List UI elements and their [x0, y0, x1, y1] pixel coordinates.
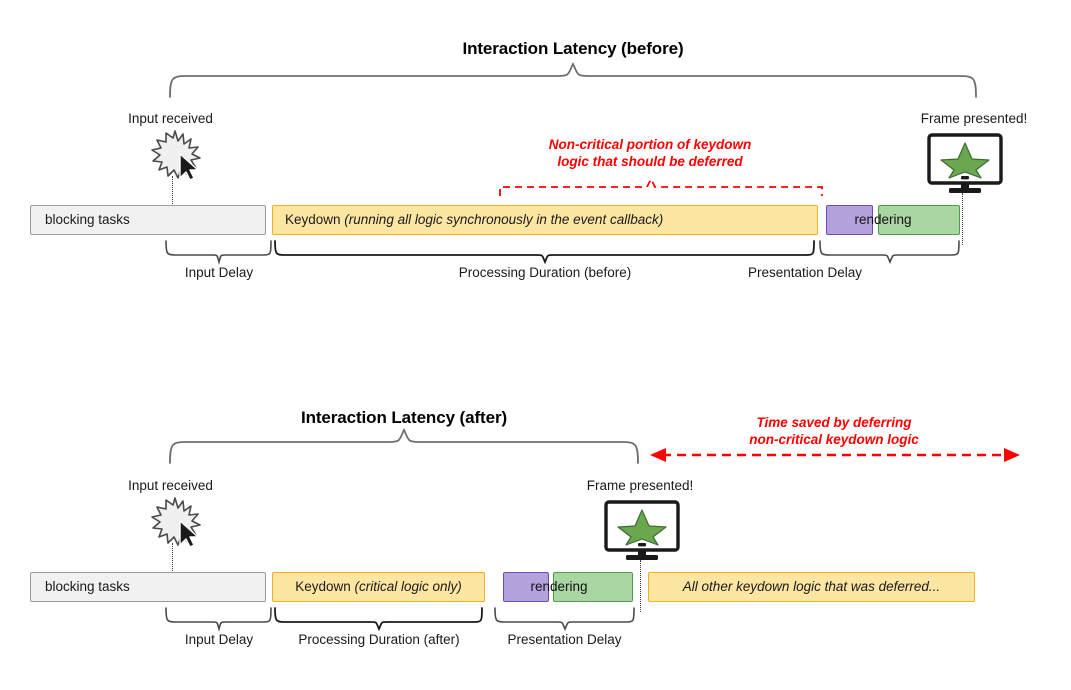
- after-bar-keydown-label-plain: Keydown: [295, 579, 355, 595]
- burst-cursor-icon: [150, 495, 202, 548]
- after-input-received-label: Input received: [128, 478, 213, 493]
- after-brace-label-input-delay: Input Delay: [184, 632, 254, 647]
- before-brace-label-input-delay: Input Delay: [184, 265, 254, 280]
- after-bar-keydown-label-italic: (critical logic only): [354, 579, 462, 595]
- before-bar-presentation-green[interactable]: [878, 205, 960, 235]
- after-bar-blocking-tasks[interactable]: blocking tasks: [30, 572, 266, 602]
- before-diagram-title: Interaction Latency (before): [462, 39, 684, 58]
- after-bar-deferred[interactable]: All other keydown logic that was deferre…: [648, 572, 975, 602]
- monitor-star-icon: [602, 500, 682, 562]
- monitor-star-icon: [925, 133, 1005, 195]
- before-red-annotation: Non-critical portion of keydown logic th…: [505, 136, 795, 171]
- before-frame-connector: [962, 193, 963, 245]
- before-brace-label-processing-duration: Processing Duration (before): [458, 265, 632, 280]
- after-brace-label-presentation-delay: Presentation Delay: [507, 632, 622, 647]
- before-bar-keydown-label: Keydown (running all logic synchronously…: [273, 213, 675, 227]
- before-bar-blocking-tasks-label: blocking tasks: [45, 212, 130, 228]
- after-brace-label-processing-duration: Processing Duration (after): [298, 632, 460, 647]
- burst-cursor-icon: [150, 128, 202, 181]
- before-frame-presented-label: Frame presented!: [920, 111, 1028, 126]
- before-red-annotation-line1: Non-critical portion of keydown: [548, 137, 752, 152]
- after-frame-presented-label: Frame presented!: [586, 478, 694, 493]
- before-bar-keydown-label-italic: (running all logic synchronously in the …: [344, 212, 664, 228]
- before-bar-presentation-purple[interactable]: [826, 205, 873, 235]
- after-bar-keydown[interactable]: Keydown (critical logic only): [272, 572, 485, 602]
- before-input-connector: [172, 176, 173, 218]
- after-bar-presentation-green[interactable]: [553, 572, 633, 602]
- after-bar-presentation-purple[interactable]: [503, 572, 549, 602]
- after-bar-blocking-tasks-label: blocking tasks: [45, 579, 130, 595]
- before-red-annotation-line2: logic that should be deferred: [557, 154, 743, 170]
- after-red-annotation-line2: non-critical keydown logic: [749, 432, 919, 448]
- after-bar-deferred-label: All other keydown logic that was deferre…: [682, 579, 941, 595]
- before-bar-keydown[interactable]: Keydown (running all logic synchronously…: [272, 205, 818, 235]
- before-bar-keydown-label-plain: Keydown: [285, 212, 345, 228]
- after-red-annotation: Time saved by deferring non-critical key…: [689, 414, 979, 449]
- before-bar-blocking-tasks[interactable]: blocking tasks: [30, 205, 266, 235]
- after-input-connector: [172, 543, 173, 585]
- after-red-annotation-line1: Time saved by deferring: [756, 415, 912, 430]
- before-brace-label-presentation-delay: Presentation Delay: [747, 265, 863, 280]
- after-frame-connector: [640, 560, 641, 612]
- before-input-received-label: Input received: [128, 111, 213, 126]
- after-bar-keydown-label: Keydown (critical logic only): [283, 580, 474, 594]
- after-diagram-title: Interaction Latency (after): [300, 408, 508, 427]
